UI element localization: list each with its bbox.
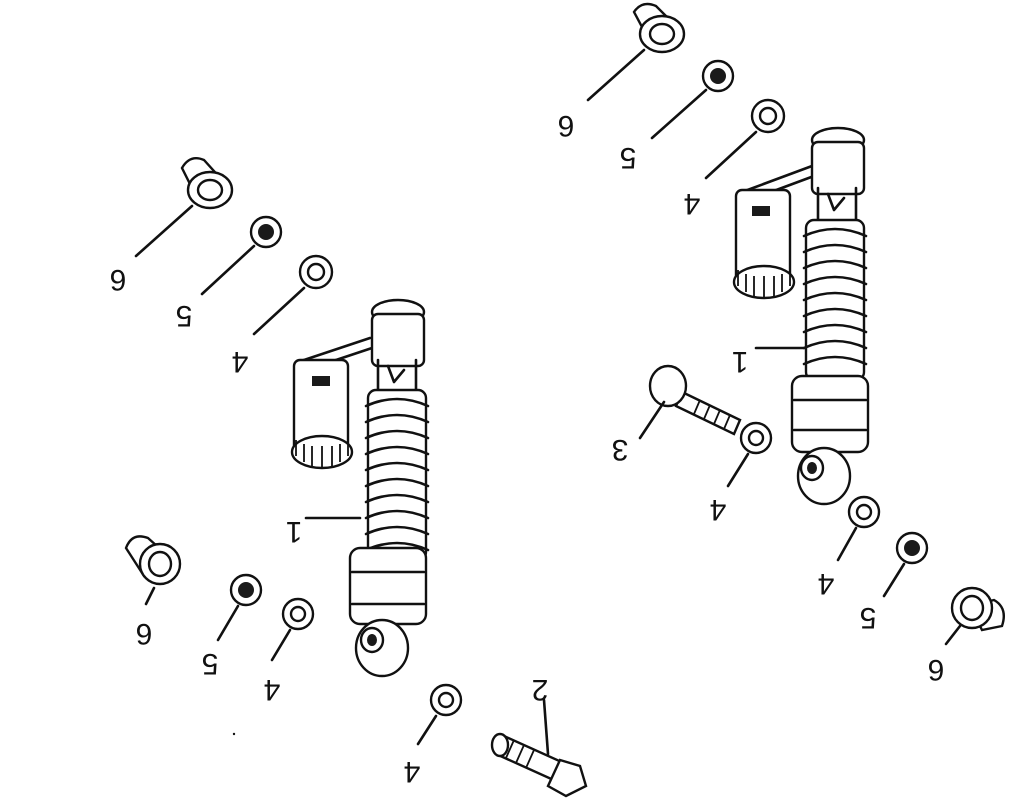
- lock-washer-right-bottom: [895, 531, 929, 565]
- callout-4: 4: [710, 493, 727, 526]
- callout-4: 4: [232, 345, 249, 378]
- leader-lines: [134, 48, 962, 756]
- callout-4: 4: [684, 187, 701, 220]
- shock-absorber-left: [290, 298, 430, 678]
- flat-washer-left-bottom: [429, 683, 463, 717]
- callout-2: 2: [532, 673, 549, 706]
- callout-6: 6: [928, 653, 945, 686]
- callout-4: 4: [404, 755, 421, 788]
- callout-6: 6: [136, 617, 153, 650]
- callout-labels: 6 5 4 1 6 5 4 4 2 6 5 4 1 3 4 4 5 6: [110, 109, 945, 788]
- callout-4: 4: [818, 567, 835, 600]
- bolt-3: [648, 364, 742, 436]
- speck: [232, 732, 236, 736]
- callout-3: 3: [612, 433, 629, 466]
- flat-washer-right-top: [750, 98, 786, 134]
- callout-5: 5: [176, 299, 193, 332]
- bolt-2: [490, 732, 588, 798]
- flat-washer-left-top: [298, 254, 334, 290]
- callout-5: 5: [202, 647, 219, 680]
- flat-washer-right-mid: [739, 421, 773, 455]
- cap-nut-right-top: [632, 2, 686, 54]
- callout-1: 1: [286, 515, 303, 548]
- cap-nut-right-bottom: [950, 586, 1005, 632]
- shock-absorber-right: [732, 126, 870, 506]
- lock-washer-left-bottom: [229, 573, 263, 607]
- callout-5: 5: [620, 141, 637, 174]
- callout-4: 4: [264, 673, 281, 706]
- callout-5: 5: [860, 601, 877, 634]
- lock-washer-right-top: [701, 59, 735, 93]
- cap-nut-left-top: [180, 157, 234, 210]
- callout-6: 6: [110, 263, 127, 296]
- lock-washer-left-top: [249, 215, 283, 249]
- flat-washer-left-mid: [281, 597, 315, 631]
- flat-washer-right-bottom: [847, 495, 881, 529]
- cap-nut-left-bottom: [124, 535, 182, 586]
- callout-6: 6: [558, 109, 575, 142]
- callout-1: 1: [732, 345, 749, 378]
